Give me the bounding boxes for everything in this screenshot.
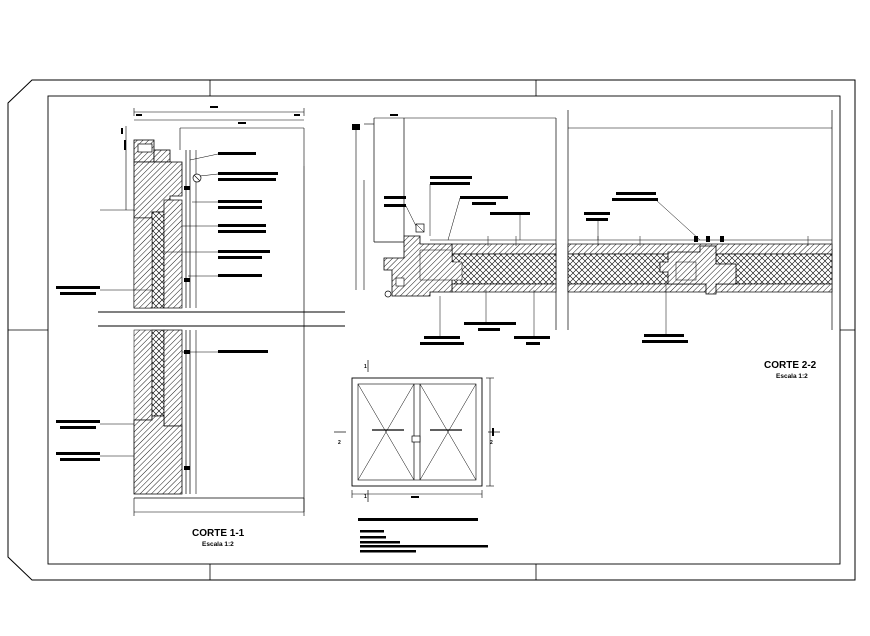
corte-1-1-title: CORTE 1-1 [192,528,245,539]
corte-2-2-scale: Escala 1:2 [776,373,808,380]
section-mark-1-top: 1 [364,364,367,370]
corte-1-1-scale: Escala 1:2 [202,541,234,548]
section-mark-2-right: 2 [490,440,493,446]
section-mark-2-left: 2 [338,440,341,446]
corte-2-2-title: CORTE 2-2 [764,360,817,371]
section-mark-1-bottom: 1 [364,494,367,500]
corte-2-2-callouts [384,176,701,345]
corte-1-1-drawing [98,106,345,516]
corte-1-1-callouts [56,152,278,461]
sheet-border [7,79,856,581]
door-elevation [334,360,500,502]
corte-2-2-drawing [352,110,833,330]
notes-block [358,518,488,553]
